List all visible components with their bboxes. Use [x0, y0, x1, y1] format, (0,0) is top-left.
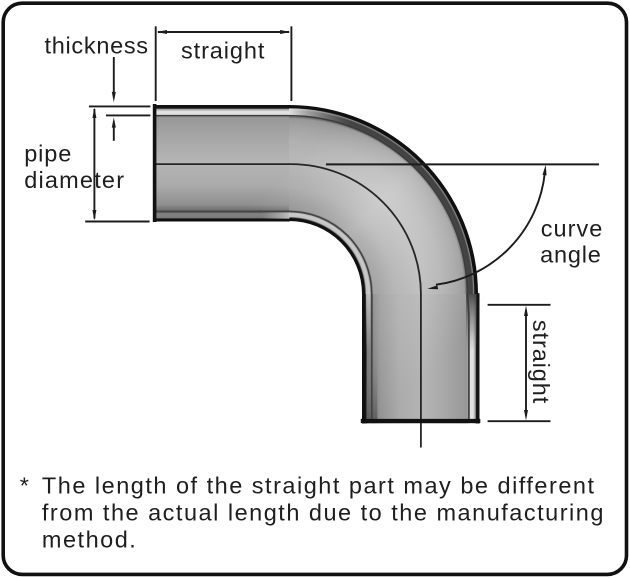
svg-text:thickness: thickness — [45, 33, 149, 59]
svg-text:curve: curve — [541, 215, 603, 241]
svg-text:method.: method. — [42, 527, 137, 553]
svg-text:from the actual length due to: from the actual length due to the manufa… — [42, 499, 605, 525]
svg-text:The length of the straight par: The length of the straight part may be d… — [42, 472, 596, 498]
svg-text:*: * — [20, 472, 29, 498]
svg-text:pipe: pipe — [24, 141, 72, 167]
svg-text:straight: straight — [181, 37, 265, 63]
svg-text:straight: straight — [528, 320, 554, 404]
svg-text:diameter: diameter — [24, 167, 125, 193]
svg-text:angle: angle — [540, 242, 602, 268]
